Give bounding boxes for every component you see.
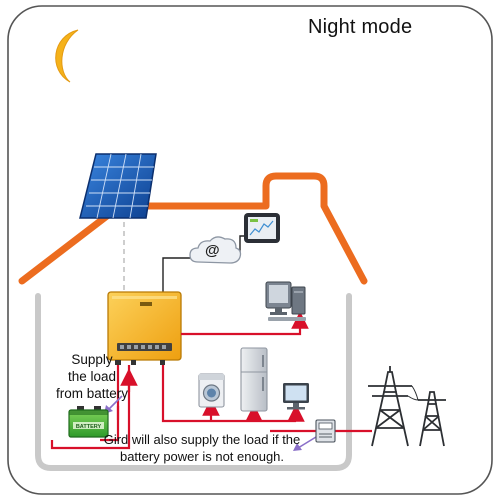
inverter-icon	[107, 291, 182, 365]
comm-line-cloud	[162, 257, 196, 292]
electric-meter-icon	[315, 419, 336, 443]
grid-note-line: battery power is not enough.	[119, 449, 285, 464]
monitoring-tablet-icon	[244, 213, 280, 243]
page-title: Night mode	[308, 16, 413, 38]
internet-cloud-icon	[189, 236, 242, 264]
supply-label-line: Supply	[71, 352, 113, 367]
television-icon	[283, 383, 309, 410]
solar-panel-icon	[79, 153, 157, 219]
moon-icon	[55, 29, 79, 83]
power-pylon-icon	[368, 366, 446, 447]
supply-label-line: the load	[67, 369, 117, 384]
battery-text: BATTERY	[76, 424, 102, 430]
house-walls	[35, 293, 352, 471]
grid-supply-note: Gird will also supply the load if the ba…	[96, 431, 308, 465]
house-roof	[18, 172, 368, 285]
power-lines	[50, 311, 372, 450]
refrigerator-icon	[240, 347, 268, 412]
supply-label-line: from battery	[55, 386, 129, 401]
washing-machine-icon	[198, 373, 225, 408]
cloud-at-symbol: @	[205, 242, 220, 259]
supply-from-battery-label: Supply the load from battery	[38, 351, 146, 402]
battery-icon: BATTERY	[68, 406, 109, 438]
grid-note-line: Gird will also supply the load if the	[103, 432, 301, 447]
desktop-computer-icon	[265, 281, 306, 321]
